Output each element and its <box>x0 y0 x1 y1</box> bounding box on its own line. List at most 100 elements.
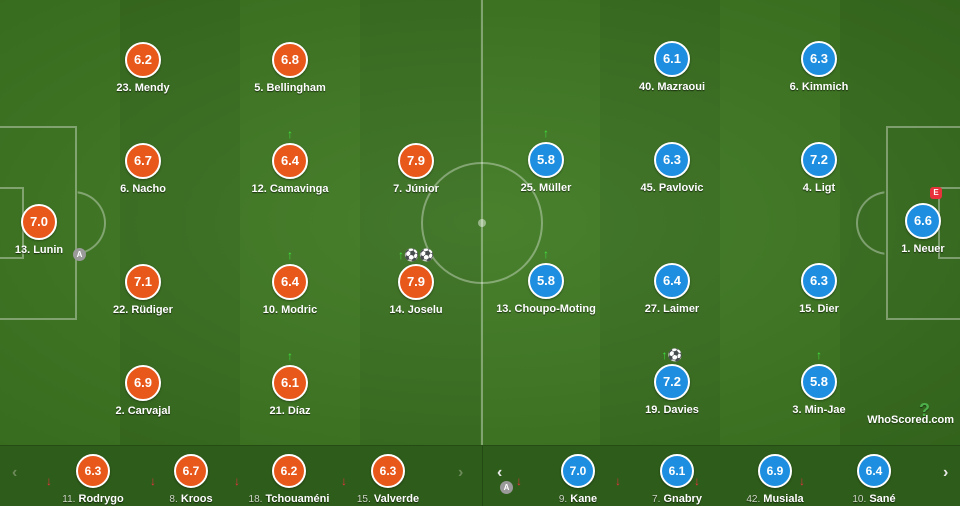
rating-badge: 7.9 <box>398 264 434 300</box>
away-player-min-jae[interactable]: ↑ 5.8 3. Min-Jae <box>759 348 879 416</box>
player-name: 15. Dier <box>799 303 839 315</box>
player-event-icons <box>759 247 879 261</box>
player-event-icons <box>83 26 203 40</box>
center-spot <box>478 219 486 227</box>
player-name: 7. Gnabry <box>652 493 702 505</box>
sub-off-icon: ↓ <box>46 474 52 488</box>
player-name: 13. Lunin <box>14 244 64 256</box>
rating-badge: 6.6 <box>905 203 941 239</box>
sub-on-icon: ↑ <box>287 127 293 141</box>
rating-badge: 6.9 <box>125 365 161 401</box>
player-name: 10. Modric <box>262 304 318 316</box>
player-name: 12. Camavinga <box>251 183 329 195</box>
rating-badge: 7.2 <box>801 142 837 178</box>
away-player-neuer[interactable]: E 6.6 1. Neuer <box>863 187 960 255</box>
rating-badge: 6.4 <box>272 143 308 179</box>
rating-badge: 6.3 <box>801 41 837 77</box>
home-sub-valverde[interactable]: ↓ 6.3 15. Valverde <box>333 454 443 505</box>
home-sub-rodrygo[interactable]: ↓ 6.3 11. Rodrygo <box>38 454 148 505</box>
sub-off-icon: ↓ <box>150 474 156 488</box>
rating-badge: 7.2 <box>654 364 690 400</box>
pitch: 6.2 23. Mendy 6.8 5. Bellingham 6.7 6. N… <box>0 0 960 445</box>
away-player-muller[interactable]: ↑ 5.8 25. Müller <box>486 126 606 194</box>
player-name: 25. Müller <box>520 182 572 194</box>
rating-badge: 6.1 <box>272 365 308 401</box>
sub-on-icon: ↑ <box>543 247 549 261</box>
away-sub-kane[interactable]: A ↓ 7.0 9. Kane <box>500 454 633 505</box>
player-name: 3. Min-Jae <box>792 404 846 416</box>
home-player-bellingham[interactable]: 6.8 5. Bellingham <box>230 42 350 94</box>
player-name: 13. Choupo-Moting <box>496 303 596 315</box>
away-player-pavlovic[interactable]: 6.3 45. Pavlovic <box>612 142 732 194</box>
sub-off-icon: ↓ <box>694 474 700 488</box>
rating-badge: 6.7 <box>174 454 208 488</box>
away-player-davies[interactable]: ↑⚽ 7.2 19. Davies <box>612 348 732 416</box>
home-player-junior[interactable]: 7.9 7. Júnior <box>356 143 476 195</box>
home-player-rudiger[interactable]: A 7.1 22. Rüdiger <box>73 248 203 316</box>
away-sub-musiala[interactable]: ↓ 6.9 42. Musiala <box>694 454 830 505</box>
player-event-icons <box>230 26 350 40</box>
player-name: 42. Musiala <box>746 493 804 505</box>
away-sub-gnabry[interactable]: ↓ 6.1 7. Gnabry <box>615 454 732 505</box>
home-player-mendy[interactable]: 6.2 23. Mendy <box>83 42 203 94</box>
rating-badge: 6.4 <box>857 454 891 488</box>
rating-badge: 6.3 <box>76 454 110 488</box>
away-sub-sane[interactable]: ↓ 6.4 10. Sané <box>799 454 929 505</box>
home-subs-prev-arrow-icon[interactable]: ‹ <box>12 464 18 481</box>
rating-badge: 6.2 <box>125 42 161 78</box>
rating-badge: 7.0 <box>21 204 57 240</box>
right-penalty-box <box>886 126 960 320</box>
away-subs-prev-arrow-icon[interactable]: ‹ <box>497 464 503 481</box>
sub-off-icon: ↓ <box>234 474 240 488</box>
home-subs-next-arrow-icon[interactable]: › <box>458 464 464 481</box>
rating-badge: 6.4 <box>654 263 690 299</box>
player-name: 23. Mendy <box>116 82 170 94</box>
player-name: 18. Tchouaméni <box>248 493 330 505</box>
rating-badge: 5.8 <box>528 263 564 299</box>
home-player-joselu[interactable]: ↑⚽⚽ 7.9 14. Joselu <box>356 248 476 316</box>
rating-badge: 6.8 <box>272 42 308 78</box>
sub-on-and-goals-icons: ↑⚽⚽ <box>398 248 434 262</box>
rating-badge: 5.8 <box>801 364 837 400</box>
player-event-icons <box>612 126 732 140</box>
whoscored-logo[interactable]: ? WhoScored.com <box>867 400 954 426</box>
player-name: 2. Carvajal <box>115 405 171 417</box>
away-player-mazraoui[interactable]: 6.1 40. Mazraoui <box>612 41 732 93</box>
player-event-icons <box>759 126 879 140</box>
home-sub-kroos[interactable]: ↓ 6.7 8. Kroos <box>136 454 246 505</box>
home-player-modric[interactable]: ↑ 6.4 10. Modric <box>230 248 350 316</box>
rating-badge: 6.3 <box>801 263 837 299</box>
home-player-carvajal[interactable]: 6.9 2. Carvajal <box>83 365 203 417</box>
away-player-choupo-moting[interactable]: ↑ 5.8 13. Choupo-Moting <box>486 247 606 315</box>
sub-off-icon: ↓ <box>615 474 621 488</box>
rating-badge: 7.1 <box>125 264 161 300</box>
rating-badge: 6.2 <box>272 454 306 488</box>
home-player-lunin[interactable]: 7.0 13. Lunin <box>0 204 99 256</box>
logo-mark-icon: ? <box>919 400 930 420</box>
error-badge: E <box>930 187 942 199</box>
player-event-icons <box>612 25 732 39</box>
home-player-nacho[interactable]: 6.7 6. Nacho <box>83 143 203 195</box>
left-penalty-box <box>0 126 77 320</box>
player-event-icons <box>612 247 732 261</box>
sub-on-and-goal-icons: ↑⚽ <box>661 348 683 362</box>
home-player-camavinga[interactable]: ↑ 6.4 12. Camavinga <box>230 127 350 195</box>
away-player-ligt[interactable]: 7.2 4. Ligt <box>759 142 879 194</box>
rating-badge: 7.9 <box>398 143 434 179</box>
away-player-kimmich[interactable]: 6.3 6. Kimmich <box>759 41 879 93</box>
sub-off-icon: ↓ <box>799 474 805 488</box>
player-name: 40. Mazraoui <box>638 81 706 93</box>
player-name: 4. Ligt <box>802 182 836 194</box>
player-event-icons <box>83 349 203 363</box>
home-sub-tchouameni[interactable]: ↓ 6.2 18. Tchouaméni <box>234 454 344 505</box>
rating-badge: 6.1 <box>654 41 690 77</box>
player-name: 8. Kroos <box>169 493 213 505</box>
away-subs-next-arrow-icon[interactable]: › <box>943 464 949 481</box>
away-player-laimer[interactable]: 6.4 27. Laimer <box>612 263 732 315</box>
player-name: 14. Joselu <box>389 304 443 316</box>
rating-badge: 6.1 <box>660 454 694 488</box>
away-player-dier[interactable]: 6.3 15. Dier <box>759 263 879 315</box>
rating-badge: 6.3 <box>371 454 405 488</box>
player-name: 7. Júnior <box>393 183 439 195</box>
home-player-diaz[interactable]: ↑ 6.1 21. Díaz <box>230 349 350 417</box>
